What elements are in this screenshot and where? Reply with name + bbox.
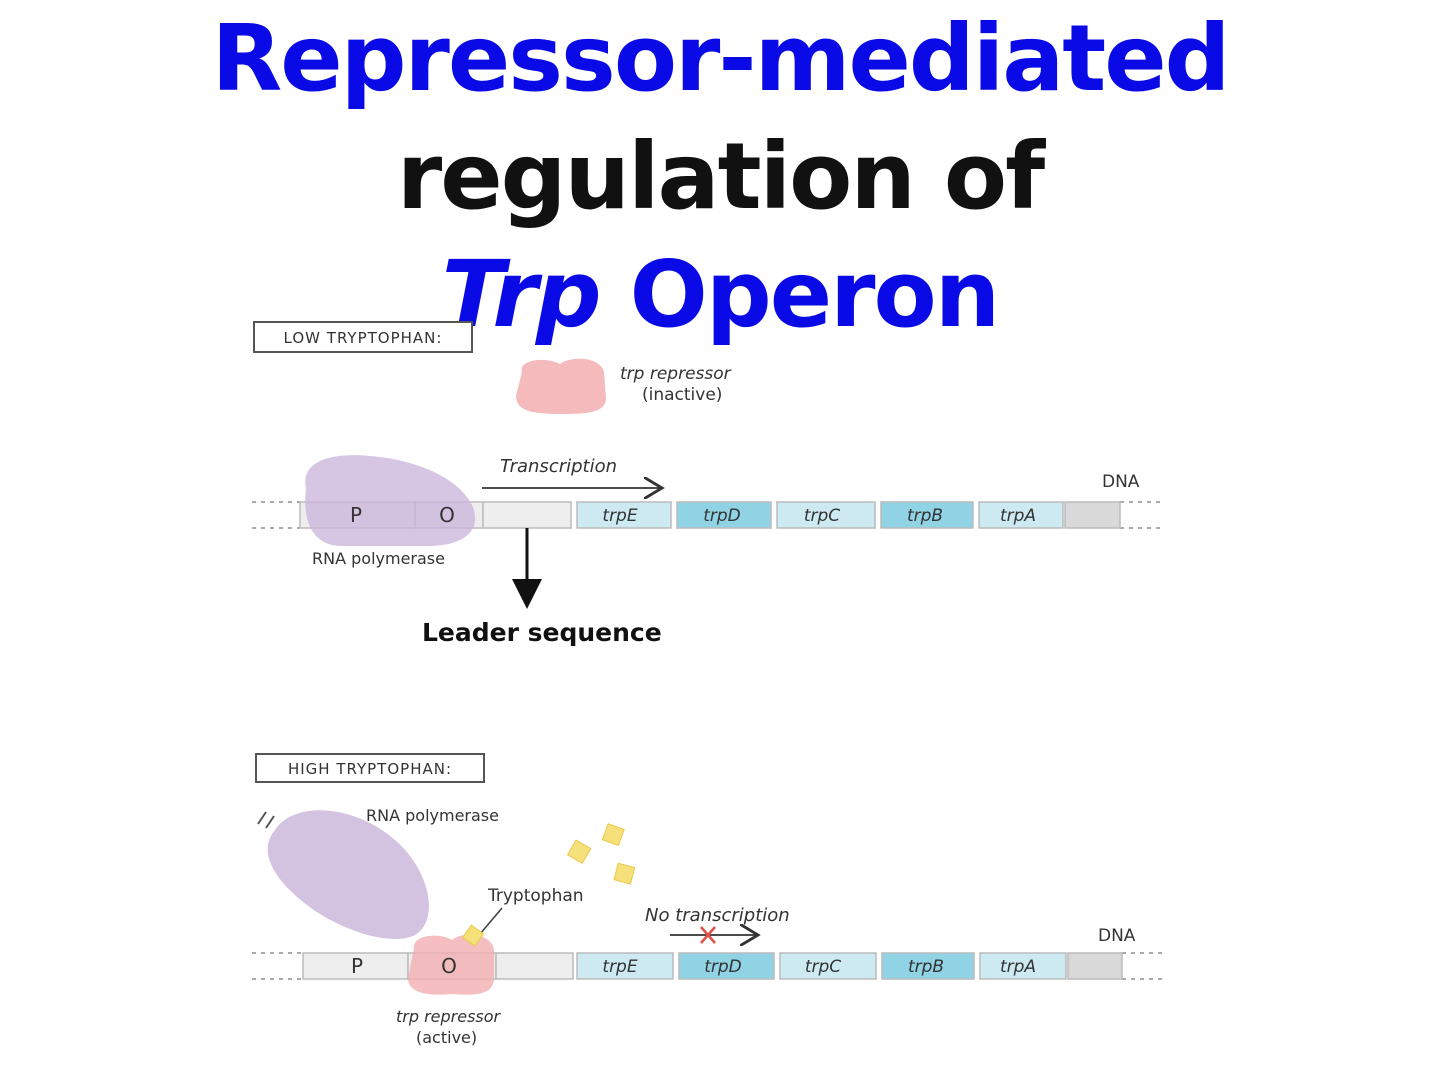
high-promoter-label: P [351,954,363,978]
low-gene-trpD-box [676,501,772,529]
low-dna-end-segment [1064,501,1121,529]
high-gene-trpD-box [678,952,775,980]
high-operator-label: O [441,954,457,978]
repressor-inactive-shape [516,358,606,414]
low-gene-trpC-box [776,501,876,529]
low-gene-label-trpE: trpE [602,506,637,526]
low-gene-label-trpD: trpD [703,506,741,526]
low-gene-trpE-box [576,501,672,529]
high-gene-label-trpC: trpC [805,957,841,977]
title-blue-part: Repressor-mediated [211,5,1230,112]
tryptophan-molecule-2 [601,823,625,847]
low-gene-trpB-box [880,501,974,529]
low-leader-segment [482,501,572,529]
high-dna-end-segment [1067,952,1123,980]
high-gene-label-trpD: trpD [704,957,742,977]
tryptophan-molecule-3 [613,862,636,885]
high-tryptophan-panel: HIGH TRYPTOPHAN: RNA polymerase Tryptoph… [252,753,1165,1047]
rna-polymerase-free-shape [267,810,429,940]
high-promoter-segment [302,952,409,980]
high-gene-trpE-box [576,952,674,980]
low-repressor-label-2: (inactive) [642,385,722,405]
high-dna-label: DNA [1098,926,1136,946]
title-operon: Operon [599,241,1001,348]
high-gene-label-trpE: trpE [602,957,637,977]
high-gene-trpC-box [779,952,877,980]
high-gene-label-trpA: trpA [1000,957,1036,977]
high-repressor-label-2: (active) [416,1028,477,1047]
tryptophan-pointer [479,907,503,935]
title-black-part: regulation of [396,123,1045,230]
low-panel-label-box [253,321,473,353]
rna-polymerase-bound-shape [305,455,476,546]
low-transcription-label: Transcription [500,456,617,477]
no-transcription-label: No transcription [645,905,790,926]
low-gene-label-trpC: trpC [804,506,840,526]
repressor-active-shape [408,934,494,995]
low-repressor-label-1: trp repressor [620,364,732,384]
low-promoter-label: P [350,503,362,527]
high-gene-trpB-box [881,952,975,980]
slide-title: Repressor-mediated regulation of Trp Ope… [0,0,1440,354]
low-dna-label: DNA [1102,472,1140,492]
low-panel-label: LOW TRYPTOPHAN: [284,329,443,347]
high-gene-label-trpB: trpB [908,957,944,977]
motion-line-1 [257,811,267,825]
low-gene-label-trpB: trpB [907,506,943,526]
low-tryptophan-panel: LOW TRYPTOPHAN: trp repressor (inactive)… [252,321,1165,647]
high-panel-label: HIGH TRYPTOPHAN: [288,760,452,778]
high-panel-label-box [255,753,485,783]
tryptophan-molecule-1 [566,839,592,864]
low-gene-label-trpA: trpA [1000,506,1036,526]
low-operator-label: O [439,503,455,527]
low-polymerase-label: RNA polymerase [312,549,445,568]
cross-mark-b [700,926,716,944]
high-leader-segment [495,952,574,980]
high-repressor-label-1: trp repressor [396,1007,502,1026]
motion-line-2 [265,815,275,829]
high-polymerase-label: RNA polymerase [366,806,499,825]
tryptophan-label: Tryptophan [487,886,584,906]
high-gene-trpA-box [979,952,1067,980]
low-gene-trpA-box [978,501,1064,529]
leader-sequence-label: Leader sequence [422,618,662,647]
bound-tryptophan [461,924,485,947]
